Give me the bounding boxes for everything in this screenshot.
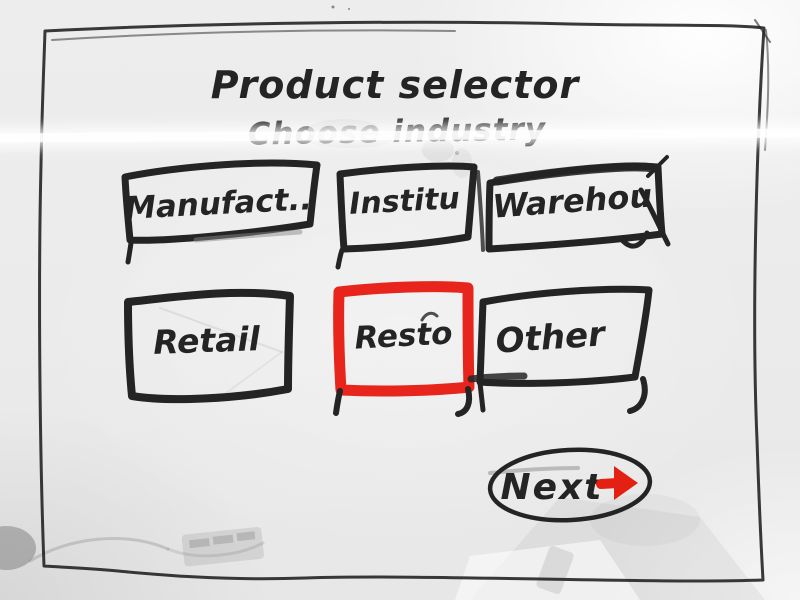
option-box-outline [336,162,478,253]
option-label: Resto [354,315,454,356]
industry-option-retail[interactable]: Retail [124,288,294,404]
next-button-outline [487,447,653,523]
industry-option-institu[interactable]: Institu [336,162,478,253]
industry-option-other[interactable]: Other [467,285,653,387]
industry-option-warehou[interactable]: Warehou [485,155,671,253]
industry-option-manufact[interactable]: Manufact.. [121,159,321,244]
option-label: Manufact.. [124,181,313,227]
dust-speck [455,151,459,155]
desk-object-reflection [181,526,264,567]
option-label: Other [494,314,608,362]
option-box-outline [121,159,321,244]
stray-marks [125,170,650,475]
option-box-outline [124,288,294,404]
dust-speck [348,8,350,10]
arrow-right-icon [596,466,638,500]
industry-option-resto[interactable]: Resto [333,281,475,397]
next-button[interactable]: Next [487,446,653,524]
option-box-outline [476,285,653,387]
next-button-label: Next [501,467,604,508]
reflection-artifacts [0,5,765,600]
option-label: Warehou [491,177,653,226]
page-title: Product selector [211,63,581,107]
option-label: Institu [348,181,460,222]
page-subtitle: Choose industry [247,111,547,152]
dust-speck [331,5,335,9]
option-label: Retail [153,319,262,362]
